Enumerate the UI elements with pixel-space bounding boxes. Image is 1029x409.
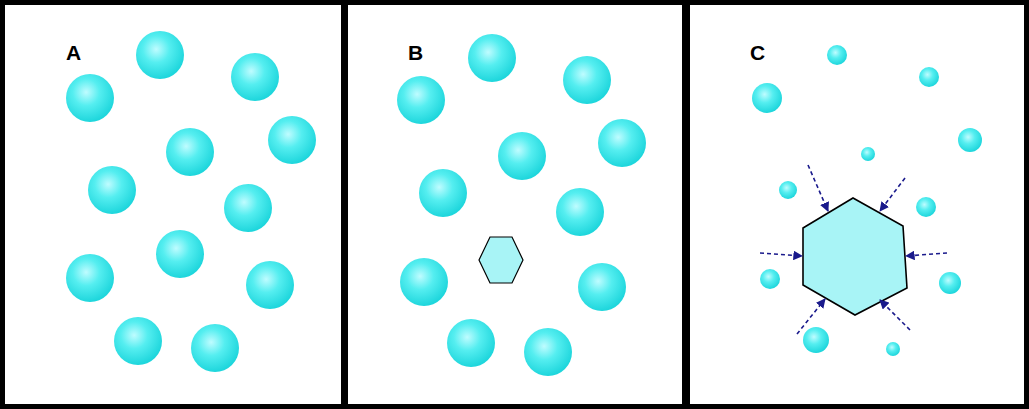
molecule-spheres — [397, 34, 646, 376]
growth-arrows — [760, 165, 947, 334]
panel-letter: B — [408, 42, 423, 63]
molecule-spheres — [66, 31, 316, 372]
crystal — [803, 198, 907, 315]
panel-frame — [3, 3, 1027, 407]
crystal-nucleus — [479, 237, 523, 283]
panel-letter: C — [750, 42, 765, 63]
panel-letter: A — [66, 42, 81, 63]
molecule-spheres — [752, 45, 982, 356]
